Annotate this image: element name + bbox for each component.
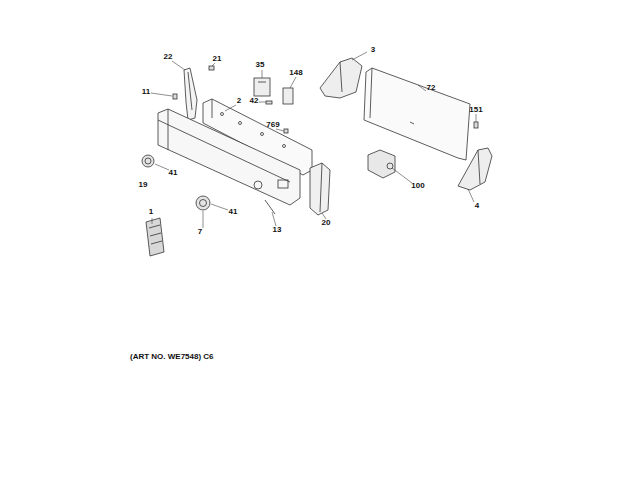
knob — [196, 196, 210, 210]
callout-number: 1 — [149, 208, 153, 216]
mounting-bracket — [320, 58, 362, 98]
callout-number: 19 — [139, 181, 148, 189]
callout-number: 72 — [427, 84, 436, 92]
callout-number: 100 — [411, 182, 424, 190]
mounting-bracket — [458, 148, 492, 190]
back-plate — [364, 68, 470, 160]
screw — [209, 66, 214, 70]
callout-number: 151 — [469, 106, 482, 114]
knob — [142, 155, 154, 167]
callout-number: 13 — [273, 226, 282, 234]
callout-number: 42 — [250, 97, 259, 105]
callout-number: 22 — [164, 53, 173, 61]
callout-number: 4 — [475, 202, 479, 210]
screw — [284, 129, 288, 133]
callout-number: 41 — [169, 169, 178, 177]
callout-number: 148 — [289, 69, 302, 77]
screw — [173, 94, 177, 99]
callout-number: 7 — [198, 228, 202, 236]
callout-number: 41 — [229, 208, 238, 216]
clip — [266, 101, 272, 104]
leader-lines — [151, 52, 476, 228]
art-number: (ART NO. WE7548) C6 — [130, 353, 214, 361]
switch — [254, 78, 270, 96]
callout-number: 769 — [266, 121, 279, 129]
instruction-card — [146, 218, 164, 256]
callout-number: 2 — [237, 97, 241, 105]
callout-number: 21 — [213, 55, 222, 63]
switch — [283, 88, 293, 104]
callout-number: 35 — [256, 61, 265, 69]
callout-number: 11 — [142, 88, 150, 96]
side-bracket — [184, 68, 197, 120]
screw — [474, 122, 478, 128]
timer — [368, 150, 395, 178]
end-cap — [310, 163, 330, 215]
console-panel — [158, 109, 300, 214]
callout-number: 3 — [371, 46, 375, 54]
callout-number: 20 — [322, 219, 331, 227]
